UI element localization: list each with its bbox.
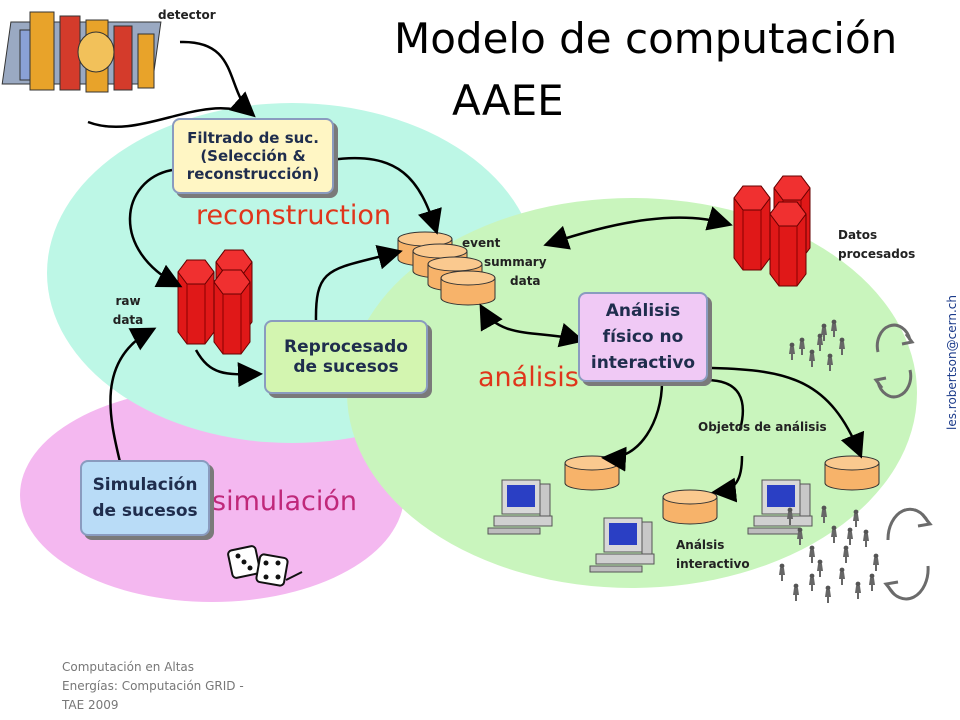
analisis-interactivo-line-2: interactivo bbox=[676, 557, 750, 571]
simulacion-box: Simulación de sucesos bbox=[80, 460, 210, 536]
footer-line-3: TAE 2009 bbox=[62, 698, 119, 712]
processed-data-storage-icon bbox=[733, 175, 811, 287]
detector-label: detector bbox=[158, 8, 216, 22]
event-summary-label: event summary data bbox=[462, 234, 552, 291]
filtrado-line-3: reconstrucción) bbox=[186, 165, 320, 183]
page-title-line2: AAEE bbox=[452, 76, 564, 125]
simulacion-line-2: de sucesos bbox=[92, 501, 198, 521]
filtrado-box: Filtrado de suc. (Selección & reconstruc… bbox=[172, 118, 334, 194]
analysis-label: análisis bbox=[478, 362, 579, 393]
event-summary-line-2: summary bbox=[484, 255, 547, 269]
raw-data-label-line-2: data bbox=[112, 313, 144, 327]
datos-procesados-label: Datos procesados bbox=[838, 226, 915, 264]
analisis-fisico-line-3: interactivo bbox=[590, 353, 696, 373]
reprocesado-box: Reprocesado de sucesos bbox=[264, 320, 428, 394]
detector-illustration bbox=[1, 11, 162, 93]
analysis-object-disk-1 bbox=[564, 455, 620, 491]
datos-procesados-line-1: Datos bbox=[838, 228, 878, 242]
reprocesado-line-1: Reprocesado bbox=[284, 337, 408, 357]
simulacion-line-1: Simulación bbox=[92, 475, 198, 495]
footer-text: Computación en Altas Energías: Computaci… bbox=[62, 658, 267, 715]
cycle-icon-small bbox=[873, 323, 915, 399]
flow-arrows bbox=[87, 40, 865, 503]
page-title-line1: Modelo de computación bbox=[394, 14, 898, 63]
analisis-interactivo-label: Análsis interactivo bbox=[676, 536, 750, 574]
dice-icon bbox=[227, 545, 303, 587]
objetos-analisis-label: Objetos de análisis bbox=[698, 420, 827, 434]
raw-data-label-line-1: raw bbox=[115, 294, 141, 308]
filtrado-line-1: Filtrado de suc. bbox=[187, 129, 319, 147]
analysis-object-disk-3 bbox=[824, 455, 880, 491]
analisis-interactivo-line-1: Análsis bbox=[676, 538, 725, 552]
event-summary-line-1: event bbox=[462, 236, 501, 250]
datos-procesados-line-2: procesados bbox=[838, 247, 916, 261]
analisis-fisico-box: Análisis físico no interactivo bbox=[578, 292, 708, 382]
cycle-icon-large bbox=[883, 507, 933, 601]
raw-data-label: raw data bbox=[108, 292, 148, 330]
analisis-fisico-line-2: físico no bbox=[602, 327, 684, 347]
reconstruction-label: reconstruction bbox=[196, 200, 392, 231]
simulation-label: simulación bbox=[212, 486, 358, 517]
event-summary-line-3: data bbox=[510, 274, 541, 288]
reprocesado-line-2: de sucesos bbox=[293, 357, 399, 377]
author-email: les.robertson@cern.ch bbox=[945, 295, 959, 430]
analisis-fisico-line-1: Análisis bbox=[605, 301, 681, 321]
footer-line-2: Energías: Computación GRID - bbox=[62, 679, 244, 693]
analysis-object-disk-2 bbox=[662, 489, 718, 525]
filtrado-line-2: (Selección & bbox=[200, 147, 306, 165]
footer-line-1: Computación en Altas bbox=[62, 660, 195, 674]
